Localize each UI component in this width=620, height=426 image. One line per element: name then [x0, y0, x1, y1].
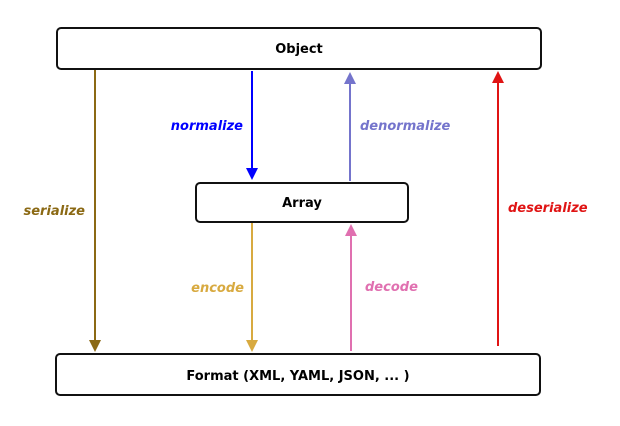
array-label: Array — [282, 196, 322, 211]
encode-arrow: encode — [191, 223, 258, 352]
serialize-arrowhead-icon — [89, 340, 101, 352]
deserialize-arrow: deserialize — [492, 71, 588, 346]
encode-arrowhead-icon — [246, 340, 258, 352]
array-node: Array — [195, 182, 409, 223]
decode-arrowhead-icon — [345, 224, 357, 236]
denormalize-arrow: denormalize — [344, 72, 451, 181]
deserialize-label: deserialize — [508, 201, 588, 216]
serialize-arrow: serialize — [24, 70, 101, 352]
format-node: Format (XML, YAML, JSON, ... ) — [55, 353, 541, 396]
normalize-label: normalize — [171, 119, 243, 134]
denormalize-arrowhead-icon — [344, 72, 356, 84]
encode-label: encode — [191, 281, 244, 296]
format-label: Format (XML, YAML, JSON, ... ) — [186, 369, 409, 384]
deserialize-arrowhead-icon — [492, 71, 504, 83]
object-node: Object — [56, 27, 542, 70]
normalize-arrowhead-icon — [246, 168, 258, 180]
decode-label: decode — [365, 280, 418, 295]
denormalize-label: denormalize — [360, 119, 451, 134]
serialize-label: serialize — [24, 204, 86, 219]
decode-arrow: decode — [345, 224, 418, 351]
object-label: Object — [275, 42, 323, 57]
normalize-arrow: normalize — [171, 71, 258, 180]
